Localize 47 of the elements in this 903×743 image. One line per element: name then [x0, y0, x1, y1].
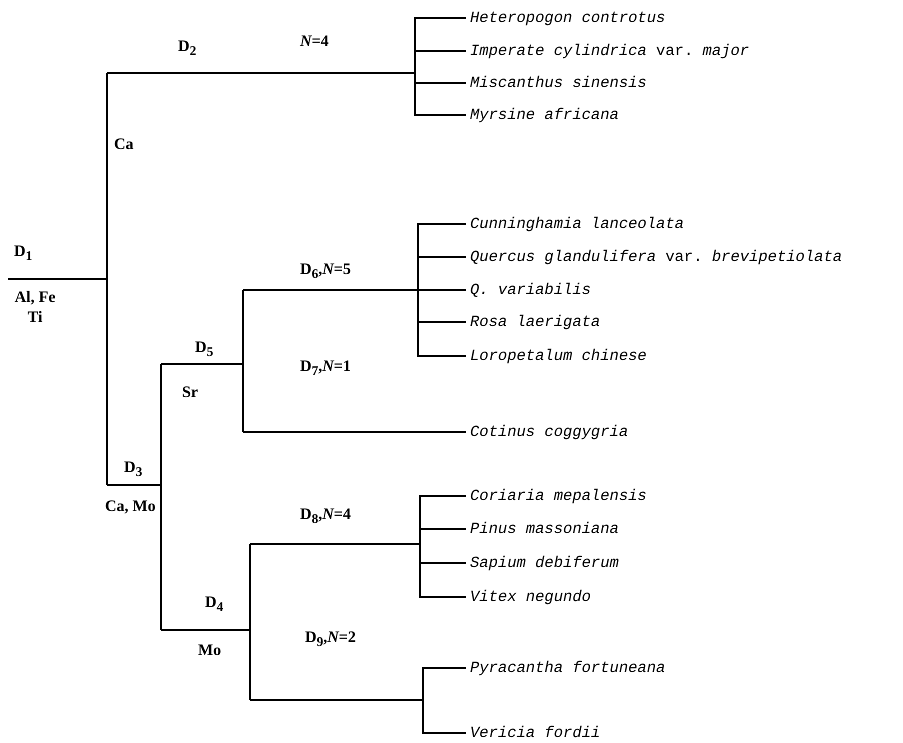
cluster-label: D$_{5}$: [195, 338, 214, 362]
species-name: Sapium debiferum: [470, 553, 619, 573]
species-name: Pyracantha fortuneana: [470, 658, 666, 678]
element-label: Ca, Mo: [105, 497, 156, 517]
cluster-label: D$_{2}$: [178, 37, 196, 60]
branch-line: [242, 364, 244, 432]
species-name: Cunninghamia lanceolata: [470, 214, 684, 234]
cluster-label: D$_{6}$,N=5: [300, 260, 351, 284]
cluster-size-label: N=4: [300, 32, 329, 52]
species-name: Q. variabilis: [470, 280, 591, 300]
cluster-label: D$_{7}$,N=1: [300, 357, 351, 380]
branch-line: [422, 700, 466, 734]
branch-line: [417, 290, 466, 357]
element-label: Mo: [198, 641, 222, 661]
cluster-label: D$_{9}$,N=2: [305, 628, 356, 652]
species-name: Quercus glandulifera var. brevipetiolata: [470, 247, 842, 267]
cluster-label: D$_{4}$: [205, 593, 224, 616]
branch-line: [249, 630, 251, 700]
branch-line: [249, 544, 251, 630]
branch-line: [242, 290, 244, 364]
species-name: Coriaria mepalensis: [470, 486, 647, 506]
element-label: Ca: [114, 135, 134, 155]
element-label: Sr: [182, 383, 198, 403]
branch-line: [160, 485, 162, 630]
branch-line: [160, 364, 162, 485]
cluster-label: D$_{8}$,N=4: [300, 505, 351, 528]
branch-line: [106, 279, 108, 485]
branch-line: [414, 50, 466, 73]
species-name: Miscanthus sinensis: [470, 73, 647, 93]
element-label: Al, Fe Ti: [14, 288, 56, 328]
species-name: Imperate cylindrica var. major: [470, 41, 750, 61]
branch-line: [417, 256, 466, 290]
species-name: Vericia fordii: [470, 723, 600, 743]
species-name: Myrsine africana: [470, 105, 619, 125]
species-name: Loropetalum chinese: [470, 346, 647, 366]
branch-line: [359, 431, 466, 433]
cluster-label: D$_{1}$: [14, 242, 32, 266]
species-name: Heteropogon controtus: [470, 8, 666, 28]
branch-line: [422, 667, 466, 700]
species-name: Vitex negundo: [470, 587, 591, 607]
species-name: Pinus massoniana: [470, 519, 619, 539]
branch-line: [106, 73, 108, 279]
species-name: Rosa laerigata: [470, 312, 600, 332]
cluster-label: D$_{3}$: [124, 458, 142, 482]
branch-line: [419, 528, 466, 544]
species-name: Cotinus coggygria: [470, 422, 628, 442]
branch-line: [417, 289, 466, 291]
